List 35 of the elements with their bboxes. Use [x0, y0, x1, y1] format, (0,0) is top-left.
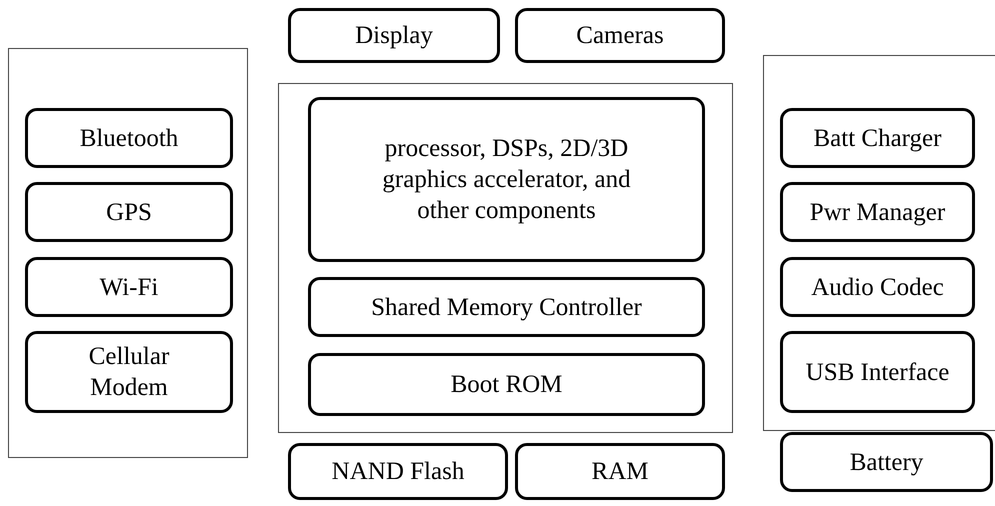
component-label: USB Interface [806, 358, 950, 388]
component-label: Bluetooth [80, 124, 178, 154]
component-label: Boot ROM [450, 370, 562, 400]
component-box [780, 108, 975, 168]
panel-frame [763, 55, 995, 431]
component-label: Display [355, 21, 433, 51]
component-label: Pwr Manager [810, 198, 946, 228]
component-label: Cameras [576, 21, 664, 51]
component-box [25, 182, 233, 242]
component-box [25, 331, 233, 413]
component-box [288, 443, 508, 500]
component-label: Batt Charger [814, 124, 942, 154]
component-label: Cellular Modem [88, 342, 170, 403]
component-label: GPS [106, 198, 152, 228]
component-box [308, 277, 705, 337]
component-box [780, 182, 975, 242]
component-label: Battery [850, 448, 924, 478]
component-label: NAND Flash [332, 457, 464, 487]
component-box [308, 97, 705, 262]
component-box [780, 432, 993, 492]
component-box [25, 108, 233, 168]
component-box [288, 8, 500, 63]
component-box [308, 353, 705, 416]
component-label: RAM [592, 457, 648, 487]
component-box [780, 257, 975, 317]
component-box [515, 443, 725, 500]
component-label: processor, DSPs, 2D/3D graphics accelerator, and other components [381, 134, 632, 226]
panel-frame [278, 83, 733, 433]
component-label: Wi-Fi [100, 272, 158, 302]
component-label: Audio Codec [811, 272, 944, 302]
component-box [25, 257, 233, 317]
component-box [515, 8, 725, 63]
component-box [780, 331, 975, 413]
panel-frame [8, 48, 248, 458]
component-label: Shared Memory Controller [371, 292, 642, 322]
